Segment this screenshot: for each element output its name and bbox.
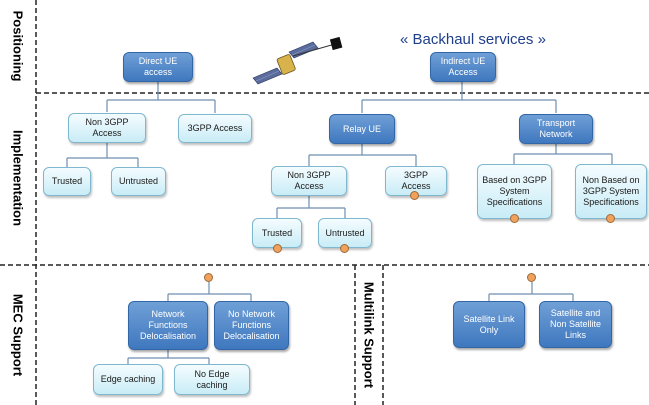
marker-based-on-3gpp xyxy=(510,214,519,223)
node-edge-caching: Edge caching xyxy=(93,364,163,395)
node-nf-delocalisation: Network Functions Delocalisation xyxy=(128,301,208,350)
marker-untrusted-mid xyxy=(340,244,349,253)
section-label-implementation: Implementation xyxy=(10,129,26,227)
marker-non-based-on-3gpp xyxy=(606,214,615,223)
node-no-edge-caching: No Edge caching xyxy=(174,364,250,395)
node-direct-ue-access: Direct UE access xyxy=(123,52,193,82)
node-relay-ue: Relay UE xyxy=(329,114,395,144)
node-indirect-ue-access: Indirect UE Access xyxy=(430,52,496,82)
node-transport-network: Transport Network xyxy=(519,114,593,144)
marker-3gpp-access-mid xyxy=(410,191,419,200)
node-non-3gpp-access-left: Non 3GPP Access xyxy=(68,113,146,143)
section-label-positioning: Positioning xyxy=(10,10,26,82)
node-non-based-on-3gpp-specs: Non Based on 3GPP System Specifications xyxy=(575,164,647,219)
section-label-mec-support: MEC Support xyxy=(10,293,26,377)
section-label-multilink-support: Multilink Support xyxy=(361,281,377,389)
marker-mec-root xyxy=(204,273,213,282)
backhaul-services-title: « Backhaul services » xyxy=(400,31,546,48)
node-non-3gpp-access-mid: Non 3GPP Access xyxy=(271,166,347,196)
node-3gpp-access-left: 3GPP Access xyxy=(178,114,252,143)
node-satellite-and-non-satellite-links: Satellite and Non Satellite Links xyxy=(539,301,612,348)
marker-multilink-root xyxy=(527,273,536,282)
node-trusted-mid: Trusted xyxy=(252,218,302,248)
node-no-nf-delocalisation: No Network Functions Delocalisation xyxy=(214,301,289,350)
satellite-icon xyxy=(252,36,343,85)
marker-trusted-mid xyxy=(273,244,282,253)
node-untrusted-mid: Untrusted xyxy=(318,218,372,248)
node-based-on-3gpp-specs: Based on 3GPP System Specifications xyxy=(477,164,552,219)
node-satellite-link-only: Satellite Link Only xyxy=(453,301,525,348)
node-trusted-left: Trusted xyxy=(43,167,91,196)
node-untrusted-left: Untrusted xyxy=(111,167,166,196)
